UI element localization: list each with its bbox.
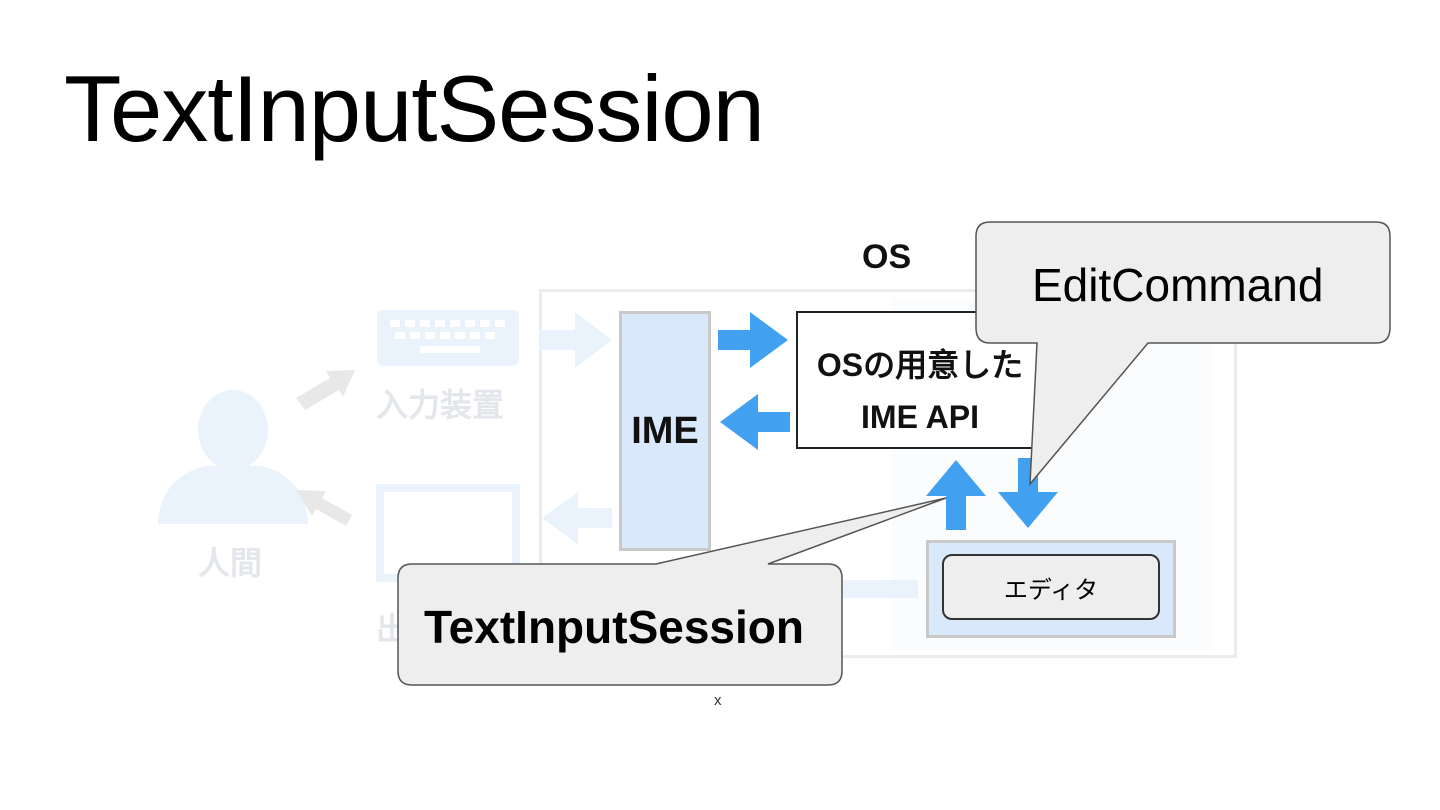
callout-editcommand-text: EditCommand [1032, 259, 1324, 311]
ime-label: IME [631, 409, 699, 452]
arrow-api-to-ime [720, 394, 790, 450]
os-label: OS [862, 238, 912, 276]
arrow-ime-to-api [718, 312, 788, 368]
api-line-1: OSの用意した [816, 347, 1024, 383]
human-label: 人間 [198, 545, 263, 581]
faded-arrow-to-human [296, 490, 352, 526]
input-device-label: 入力装置 [376, 387, 505, 423]
api-line-2: IME API [861, 399, 979, 435]
faded-arrow-to-keyboard [296, 370, 355, 410]
callout-editcommand-shape [975, 221, 1391, 487]
faded-arrow-ime-to-monitor [542, 492, 612, 544]
slide-title: TextInputSession [64, 56, 765, 161]
person-icon [158, 390, 308, 524]
arrow-editor-to-api [926, 460, 986, 530]
ime-block: IME [619, 311, 711, 551]
x-label: x [714, 692, 722, 709]
arrow-api-to-editor [998, 458, 1058, 528]
faded-connector-editor [830, 580, 918, 598]
callout-textinputsession-shape [397, 497, 947, 686]
editor-box: エディタ [942, 554, 1160, 620]
callout-textinputsession-text: TextInputSession [424, 601, 804, 653]
faded-arrow-keyboard-to-ime [540, 312, 612, 368]
os-frame [539, 289, 1237, 658]
editor-label: エディタ [1003, 575, 1099, 604]
keyboard-icon [377, 310, 519, 366]
